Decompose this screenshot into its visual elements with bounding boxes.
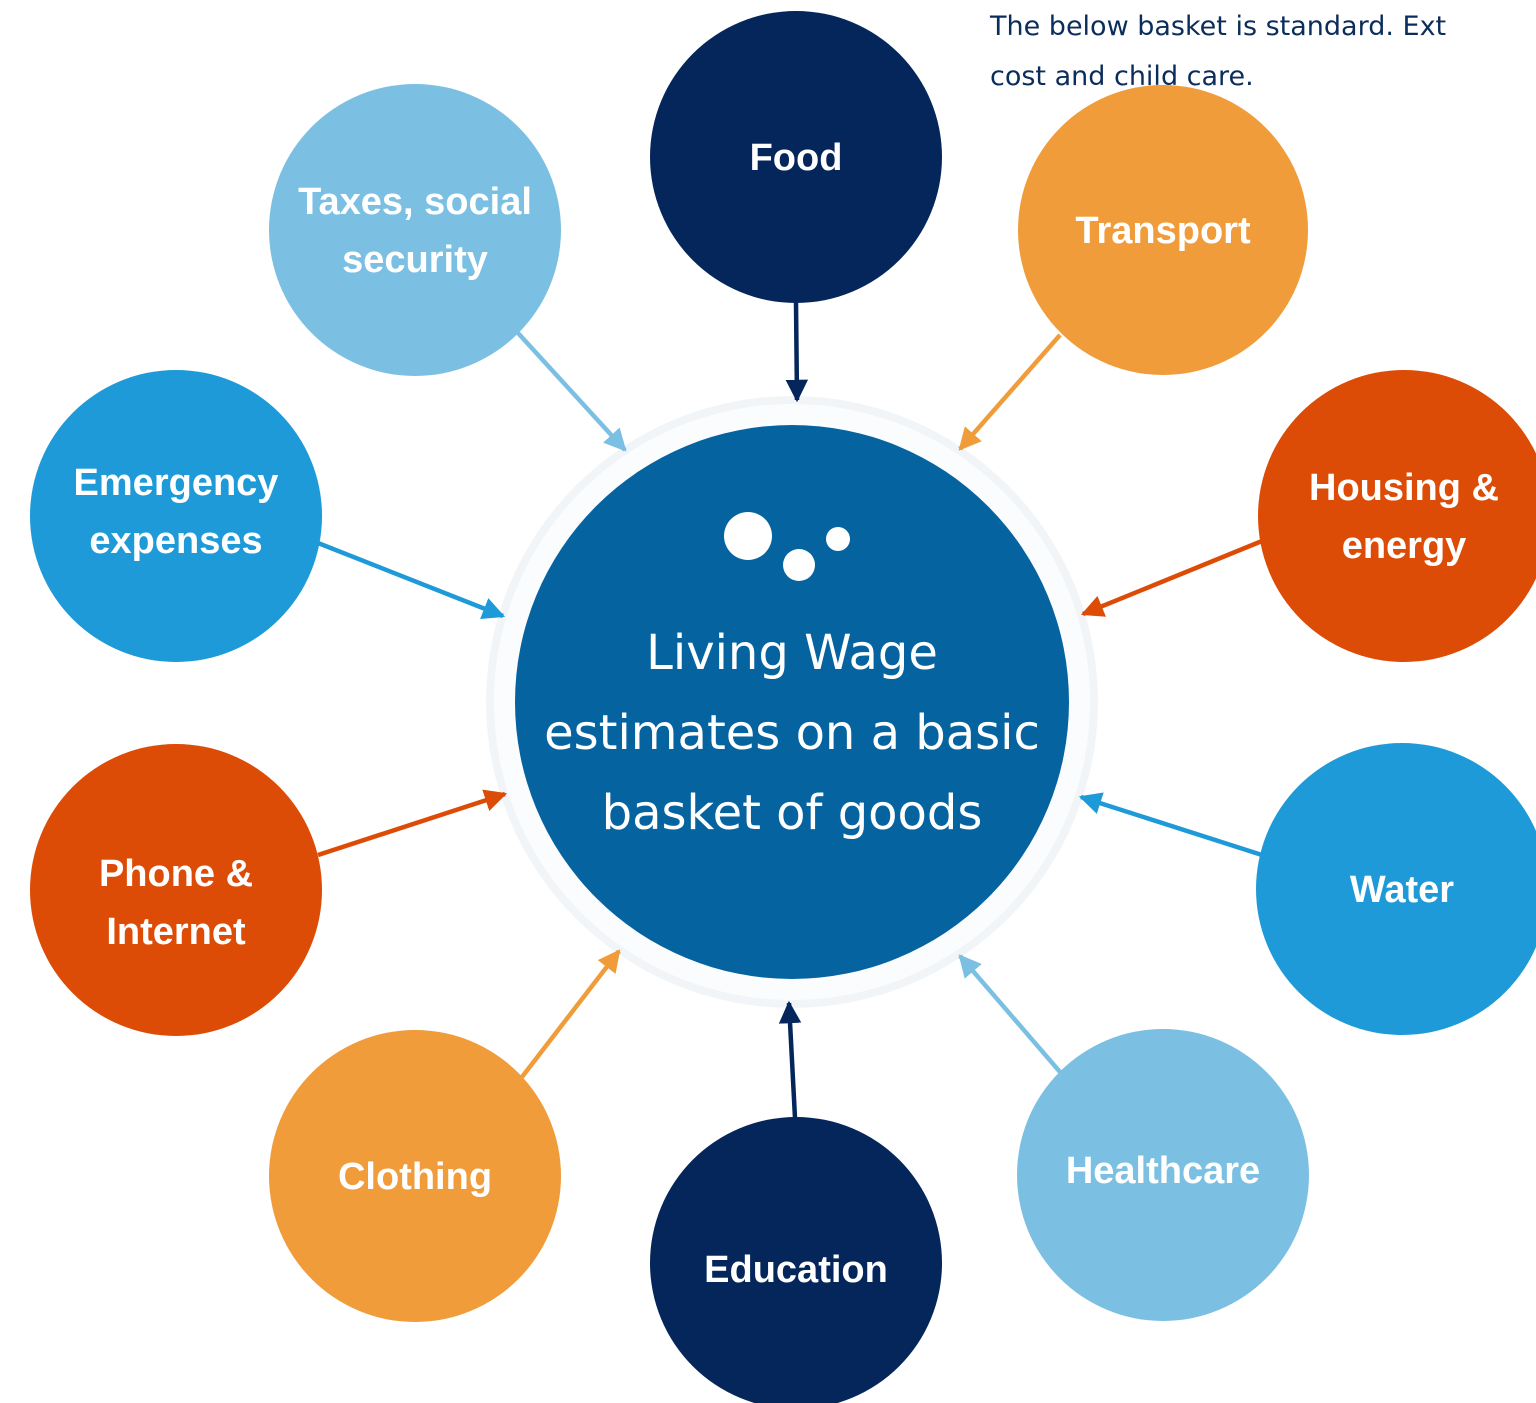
node-circle-housing-energy xyxy=(1258,370,1536,662)
node-label-education: Education xyxy=(704,1249,888,1291)
node-label-housing-energy-line-1: Housing & xyxy=(1309,467,1499,509)
node-circle-healthcare xyxy=(1017,1029,1309,1321)
node-phone-internet: Phone & Internet xyxy=(30,744,322,1036)
node-circle-taxes-social-security xyxy=(269,84,561,376)
arrow-taxes-social-security xyxy=(516,331,627,452)
center-label-line-3: basket of goods xyxy=(602,785,983,841)
node-label-food: Food xyxy=(750,137,843,179)
node-label-phone-internet-line-1: Phone & xyxy=(99,853,253,895)
node-label-housing-energy-line-2: energy xyxy=(1342,525,1467,567)
bubbles-logo-icon xyxy=(724,512,850,581)
node-emergency-expenses: Emergency expenses xyxy=(30,370,322,662)
intro-line-2: cost and child care. xyxy=(990,61,1254,92)
arrow-education xyxy=(778,1000,802,1119)
node-taxes-social-security: Taxes, social security xyxy=(269,84,561,376)
node-circle-transport xyxy=(1018,85,1308,375)
arrow-food xyxy=(785,302,809,403)
node-education: Education xyxy=(650,1117,942,1403)
arrow-housing-energy xyxy=(1080,538,1263,617)
arrow-healthcare xyxy=(958,954,1062,1074)
node-label-water: Water xyxy=(1350,869,1454,911)
intro-line-1: The below basket is standard. Ext xyxy=(990,11,1447,42)
center-label-line-2: estimates on a basic xyxy=(544,705,1040,761)
arrow-clothing xyxy=(520,949,621,1079)
center-label-line-1: Living Wage xyxy=(646,625,938,681)
arrow-emergency-expenses xyxy=(317,540,506,620)
node-circle-food xyxy=(650,11,942,303)
node-circle-phone-internet xyxy=(30,744,322,1036)
node-label-taxes-social-security-line-2: security xyxy=(342,239,488,281)
arrow-transport xyxy=(958,333,1062,451)
node-circle-clothing xyxy=(269,1030,561,1322)
node-label-phone-internet-line-2: Internet xyxy=(106,911,246,953)
node-label-transport: Transport xyxy=(1075,210,1251,252)
node-circle-water xyxy=(1256,743,1536,1035)
arrow-water xyxy=(1078,792,1263,858)
node-food: Food xyxy=(650,11,942,303)
arrow-phone-internet xyxy=(317,789,508,858)
node-housing-energy: Housing & energy xyxy=(1258,370,1536,662)
node-label-taxes-social-security-line-1: Taxes, social xyxy=(298,181,532,223)
node-label-healthcare: Healthcare xyxy=(1066,1150,1260,1192)
node-healthcare: Healthcare xyxy=(1017,1029,1309,1321)
node-label-emergency-expenses-line-2: expenses xyxy=(89,520,262,562)
node-water: Water xyxy=(1256,743,1536,1035)
node-transport: Transport xyxy=(1018,85,1308,375)
node-circle-education xyxy=(650,1117,942,1403)
intro-text: The below basket is standard. Ext cost a… xyxy=(990,2,1536,102)
node-label-clothing: Clothing xyxy=(338,1156,492,1198)
center-circle xyxy=(515,425,1069,979)
node-circle-emergency-expenses xyxy=(30,370,322,662)
node-clothing: Clothing xyxy=(269,1030,561,1322)
node-label-emergency-expenses-line-1: Emergency xyxy=(74,462,279,504)
